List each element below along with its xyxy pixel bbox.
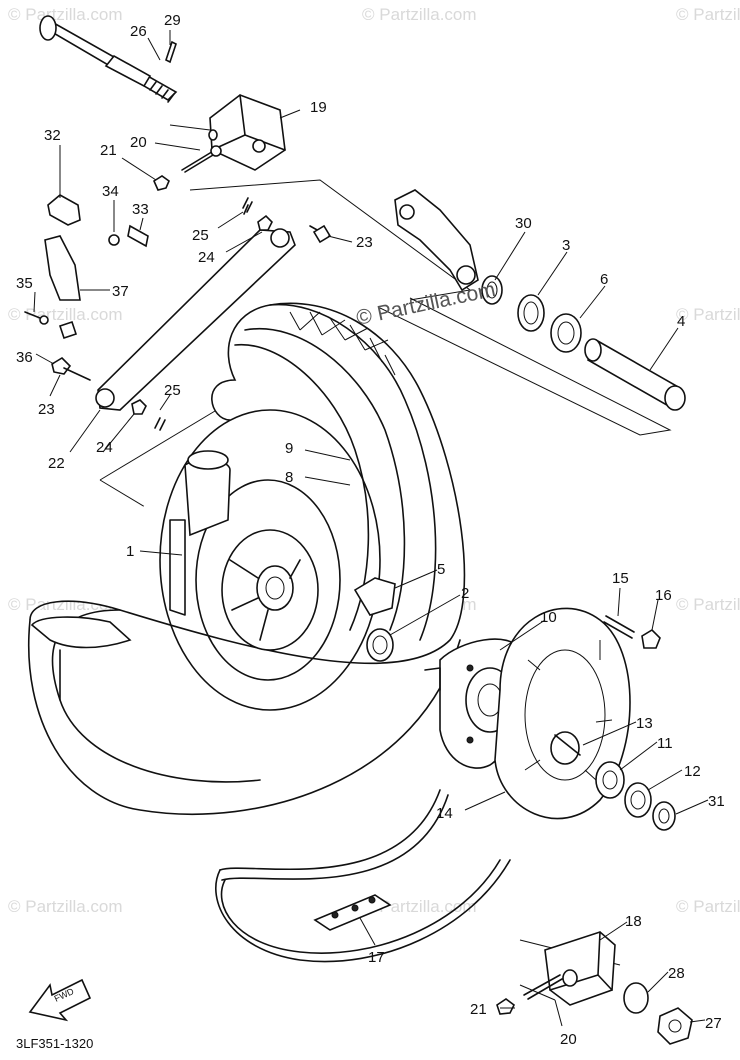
rear-axle bbox=[39, 15, 178, 103]
adjuster-bolt bbox=[181, 149, 216, 171]
axle-outline-line bbox=[189, 179, 472, 301]
callout-22: 22 bbox=[48, 455, 65, 472]
brake-torque-arm bbox=[95, 197, 296, 431]
watermark-text: © Partzilla.com bbox=[8, 897, 123, 916]
callout-30: 30 bbox=[515, 215, 532, 232]
chain-joint bbox=[313, 894, 392, 931]
callout-10: 10 bbox=[540, 609, 557, 626]
callout-13: 13 bbox=[636, 715, 653, 732]
leader-lines bbox=[33, 30, 709, 1027]
callout-numbers: 26 29 19 20 21 32 34 33 25 24 23 30 3 6 … bbox=[16, 12, 725, 1048]
cotter-pin bbox=[165, 40, 177, 64]
callout-35: 35 bbox=[16, 275, 33, 292]
callout-29: 29 bbox=[164, 12, 181, 29]
collar bbox=[104, 54, 152, 88]
caliper-bracket bbox=[394, 189, 479, 292]
watermark-text: © Partzilla.com bbox=[676, 897, 740, 916]
watermark-text: © Partzilla.com bbox=[8, 305, 123, 324]
callout-19: 19 bbox=[310, 99, 327, 116]
callout-5: 5 bbox=[437, 561, 445, 578]
callout-1: 1 bbox=[126, 543, 134, 560]
drive-chain bbox=[215, 789, 511, 963]
callout-15: 15 bbox=[612, 570, 629, 587]
rear-wheel bbox=[28, 302, 466, 816]
watermark-text: © Partzilla.com bbox=[676, 5, 740, 24]
watermark-text: © Partzilla.com bbox=[676, 595, 740, 614]
callout-6: 6 bbox=[600, 271, 608, 288]
callout-24: 24 bbox=[198, 249, 215, 266]
callout-33: 33 bbox=[132, 201, 149, 218]
diagram-code: 3LF351-1320 bbox=[16, 1036, 93, 1051]
callout-36: 36 bbox=[16, 349, 33, 366]
axle-outline-line bbox=[379, 297, 672, 436]
callout-28: 28 bbox=[668, 965, 685, 982]
callout-31: 31 bbox=[708, 793, 725, 810]
callout-21: 21 bbox=[100, 142, 117, 159]
fwd-arrow-icon: FWD bbox=[28, 978, 92, 1022]
watermark-main: © Partzilla.com bbox=[354, 278, 497, 330]
chain-adjuster-left bbox=[152, 94, 286, 191]
callout-21: 21 bbox=[470, 1001, 487, 1018]
collar-30 bbox=[481, 275, 503, 305]
callout-27: 27 bbox=[705, 1015, 722, 1032]
callout-32: 32 bbox=[44, 127, 61, 144]
damper-5 bbox=[353, 577, 396, 616]
chain-adjuster-right bbox=[496, 931, 693, 1045]
callout-3: 3 bbox=[562, 237, 570, 254]
rear-sprocket bbox=[494, 607, 631, 820]
bracket bbox=[47, 194, 81, 226]
callout-20: 20 bbox=[130, 134, 147, 151]
callout-34: 34 bbox=[102, 183, 119, 200]
callout-20: 20 bbox=[560, 1031, 577, 1048]
bearing-2 bbox=[366, 628, 394, 662]
studs-and-nuts bbox=[603, 615, 661, 649]
callout-14: 14 bbox=[436, 805, 453, 822]
callout-17: 17 bbox=[368, 949, 385, 966]
bearing-6 bbox=[550, 313, 582, 353]
outline-line bbox=[169, 124, 211, 131]
callout-11: 11 bbox=[657, 735, 673, 752]
watermark-text: © Partzilla.com bbox=[8, 5, 123, 24]
callout-26: 26 bbox=[130, 23, 147, 40]
callout-16: 16 bbox=[655, 587, 672, 604]
callout-4: 4 bbox=[677, 313, 685, 330]
callout-18: 18 bbox=[625, 913, 642, 930]
callout-23: 23 bbox=[38, 401, 55, 418]
watermark-text: © Partzilla.com bbox=[676, 305, 740, 324]
bracket-parts bbox=[24, 194, 332, 381]
callout-25: 25 bbox=[192, 227, 209, 244]
left-hub-parts bbox=[595, 761, 676, 831]
callout-8: 8 bbox=[285, 469, 293, 486]
callout-25: 25 bbox=[164, 382, 181, 399]
oil-seal-3 bbox=[517, 294, 545, 332]
watermark-text: © Partzilla.com bbox=[362, 897, 477, 916]
callout-23: 23 bbox=[356, 234, 373, 251]
callout-2: 2 bbox=[461, 585, 469, 602]
sensor-bracket bbox=[44, 235, 81, 301]
callout-9: 9 bbox=[285, 440, 293, 457]
nut bbox=[152, 175, 170, 191]
callout-24: 24 bbox=[96, 439, 113, 456]
callout-37: 37 bbox=[112, 283, 129, 300]
watermark-text: © Partzilla.com bbox=[362, 5, 477, 24]
axle-nut-27 bbox=[657, 1007, 693, 1045]
outline-line bbox=[99, 404, 226, 481]
washer-28 bbox=[623, 982, 649, 1014]
right-hub-parts bbox=[481, 275, 686, 411]
axle-head bbox=[39, 15, 57, 41]
callout-12: 12 bbox=[684, 763, 701, 780]
